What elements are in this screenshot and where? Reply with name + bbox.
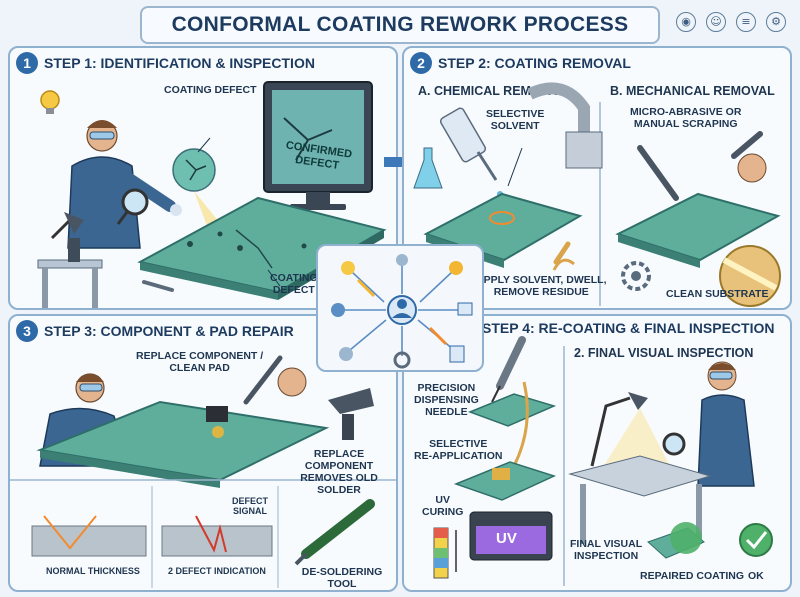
uv-curing-label: UV CURING xyxy=(422,494,464,519)
step3-title: STEP 3: COMPONENT & PAD REPAIR xyxy=(44,323,294,339)
lightbulb-icon xyxy=(40,90,60,110)
desoldering-tool xyxy=(301,499,375,559)
magnifier-icon xyxy=(121,188,149,216)
step4-title: STEP 4: RE-COATING & FINAL INSPECTION xyxy=(482,320,775,336)
coating-defect-label: COATING DEFECT xyxy=(164,84,257,96)
final-visual-heading: 2. FINAL VISUAL INSPECTION xyxy=(574,346,754,360)
checklist-icon xyxy=(449,345,465,363)
fume-extractor xyxy=(527,82,590,134)
final-visual-label: FINAL VISUAL INSPECTION xyxy=(570,538,643,563)
precision-needle-label: PRECISION DISPENSING NEEDLE xyxy=(414,382,479,419)
eye-icon[interactable]: ◉ xyxy=(676,12,696,32)
mechanical-removal-heading: B. MECHANICAL REMOVAL xyxy=(610,84,775,98)
microscope xyxy=(68,238,80,262)
scraping-tool xyxy=(637,145,679,201)
step1-number: 1 xyxy=(16,52,38,74)
gear-icon xyxy=(621,261,651,291)
graph-icon xyxy=(396,254,408,266)
lightbulb-icon xyxy=(341,261,355,275)
hub-diagram xyxy=(331,254,473,369)
mechanical-board xyxy=(615,192,781,262)
process-hub xyxy=(316,244,484,372)
step2-number: 2 xyxy=(410,52,432,74)
step1-header: 1 STEP 1: IDENTIFICATION & INSPECTION xyxy=(16,52,315,74)
mail-icon xyxy=(457,302,473,316)
normal-thickness-graphic xyxy=(31,525,147,557)
step4-illustration xyxy=(433,336,773,586)
page-title: CONFORMAL COATING REWORK PROCESS xyxy=(171,13,629,36)
normal-thickness-label: NORMAL THICKNESS xyxy=(46,566,140,576)
magnifier-icon xyxy=(662,432,686,456)
solvent-bottle xyxy=(439,107,487,163)
desk-lamp xyxy=(590,396,631,467)
ok-check-icon xyxy=(739,523,773,557)
coating-defect-bottom-label: COATING DEFECT xyxy=(270,272,318,297)
step1-panel: 1 STEP 1: IDENTIFICATION & INSPECTION xyxy=(8,46,398,310)
desoldering-tool-label: DE-SOLDERING TOOL xyxy=(301,566,383,591)
lamp-icon xyxy=(339,347,353,361)
clean-substrate-label: CLEAN SUBSTRATE xyxy=(666,288,769,300)
defect-zoom xyxy=(172,148,216,192)
user-icon[interactable]: ☺ xyxy=(706,12,726,32)
glue-gun xyxy=(328,388,374,414)
step1-illustration xyxy=(37,81,387,308)
gear-icon xyxy=(393,351,411,369)
replace-removes-label: REPLACE COMPONENT REMOVES OLD SOLDER xyxy=(300,448,378,497)
step3-header: 3 STEP 3: COMPONENT & PAD REPAIR xyxy=(16,320,294,342)
chemical-removal-heading: A. CHEMICAL REMOVAL xyxy=(418,84,565,98)
step4-header: STEP 4: RE-COATING & FINAL INSPECTION xyxy=(410,320,774,336)
recoat-board-1 xyxy=(467,393,557,427)
replace-clean-label: REPLACE COMPONENT / CLEAN PAD xyxy=(136,350,264,375)
technician-body xyxy=(67,156,141,249)
title-bar: CONFORMAL COATING REWORK PROCESS xyxy=(140,6,660,44)
target-icon xyxy=(331,303,345,317)
defect-signal-label: DEFECT SIGNAL xyxy=(232,496,268,517)
ok-label: OK xyxy=(748,570,764,582)
soldering-iron xyxy=(243,355,283,405)
bolt-icon xyxy=(449,261,463,275)
step3-illustration xyxy=(10,355,396,588)
uv-box-label: UV xyxy=(496,530,517,547)
dispensing-needle xyxy=(496,336,526,390)
gear-icon[interactable]: ⚙ xyxy=(766,12,786,32)
step1-title: STEP 1: IDENTIFICATION & INSPECTION xyxy=(44,55,315,71)
selective-solvent-label: SELECTIVE SOLVENT xyxy=(486,108,545,133)
sliders-icon[interactable]: ≡ xyxy=(736,12,756,32)
step2-title: STEP 2: COATING REMOVAL xyxy=(438,55,631,71)
step2-header: 2 STEP 2: COATING REMOVAL xyxy=(410,52,631,74)
selective-reapp-label: SELECTIVE RE-APPLICATION xyxy=(414,438,503,463)
recoat-board-2 xyxy=(453,461,557,501)
component-chip xyxy=(206,406,228,422)
step2-panel: 2 STEP 2: COATING REMOVAL A. CHEMICAL RE… xyxy=(402,46,792,310)
step3-number: 3 xyxy=(16,320,38,342)
header-icons: ◉ ☺ ≡ ⚙ xyxy=(676,12,786,32)
wrench-icon xyxy=(142,280,174,292)
flask-icon xyxy=(413,147,443,189)
repaired-coating-label: REPAIRED COATING xyxy=(640,570,745,582)
apply-solvent-label: APPLY SOLVENT, DWELL, REMOVE RESIDUE xyxy=(476,274,607,299)
step2-illustration xyxy=(413,82,781,307)
micro-abrasive-label: MICRO-ABRASIVE or MANUAL SCRAPING xyxy=(630,106,742,131)
defect-indication-label: 2 DEFECT INDICATION xyxy=(168,566,266,576)
